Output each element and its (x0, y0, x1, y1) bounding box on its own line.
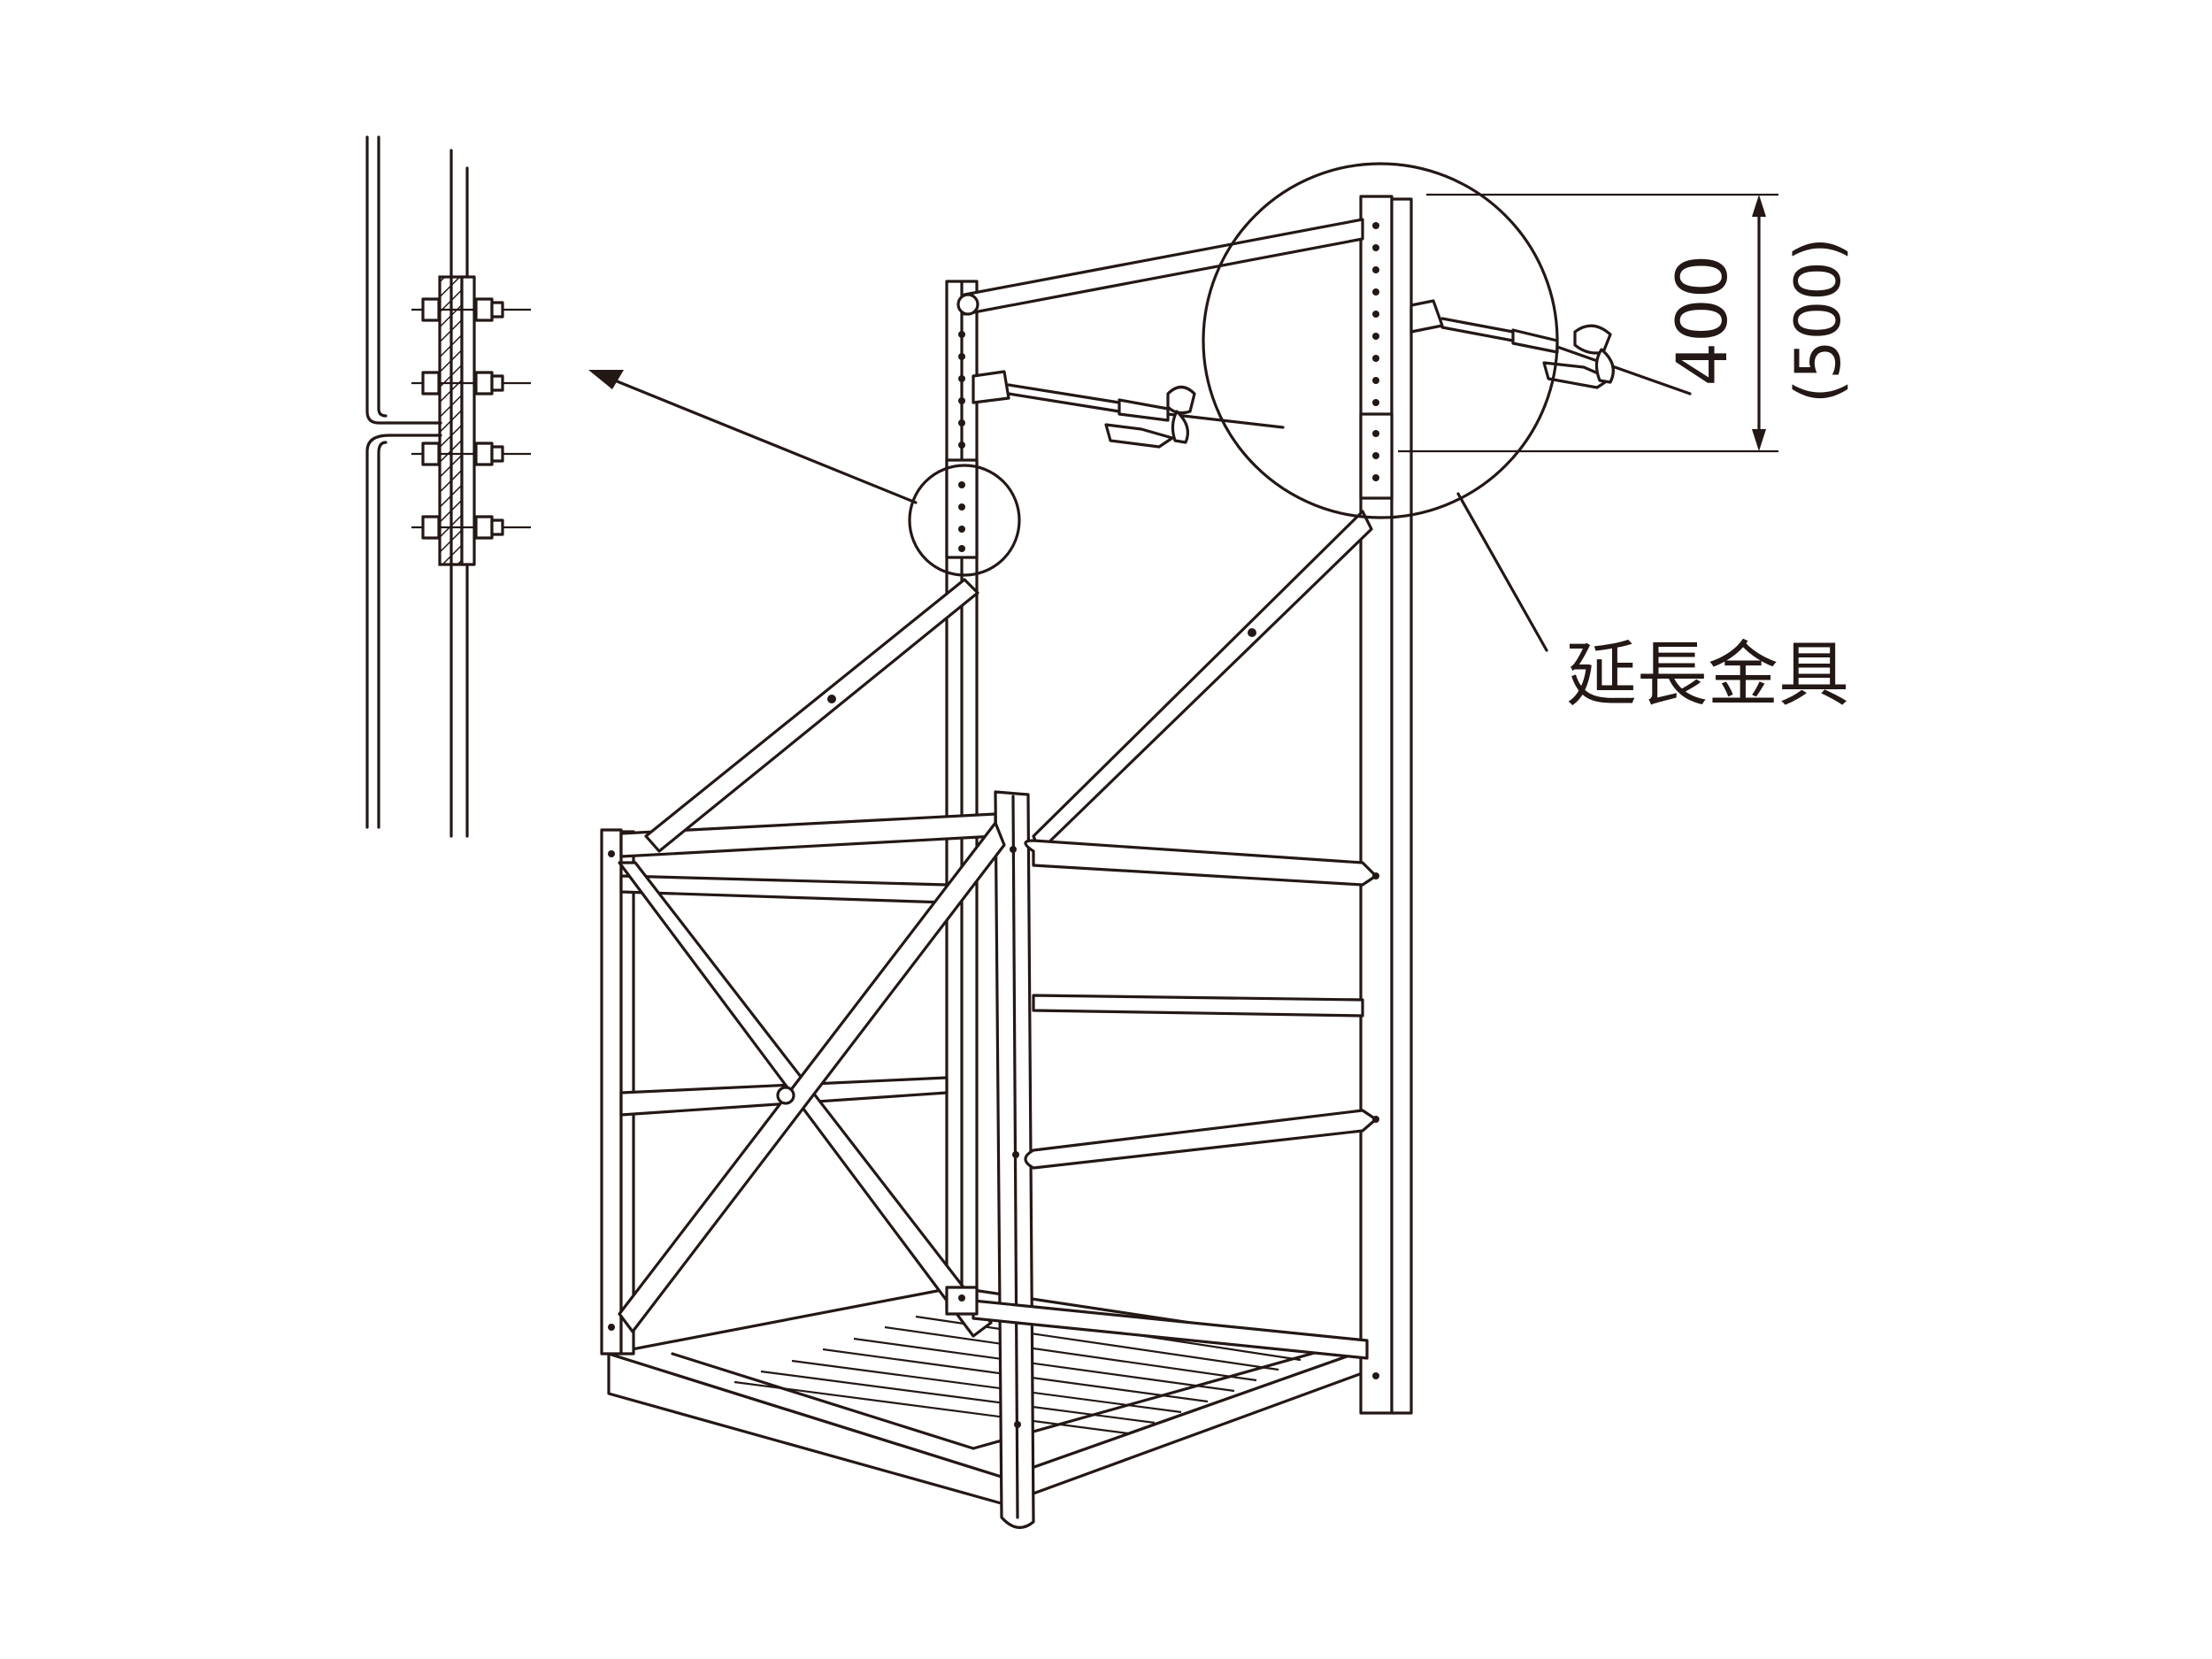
connection-dots (608, 846, 1379, 1428)
bolt-3 (411, 442, 531, 466)
left-x-brace (618, 821, 1006, 1338)
dimension-500-label: (500) (1782, 237, 1855, 403)
bolt-2 (411, 371, 531, 396)
bolt-4 (411, 515, 531, 540)
detail-inset (365, 135, 531, 838)
upright-front-center (994, 790, 1035, 1529)
bolt-holes-rear-right (1372, 222, 1379, 481)
scaffold-structure (600, 195, 1692, 1529)
top-horizontal-bar (956, 218, 1364, 316)
upright-rear-right (1359, 195, 1413, 1415)
right-frame-rails (972, 839, 1378, 1360)
clamp-assembly-left (972, 370, 1285, 449)
clamp-assembly-right (1409, 299, 1692, 396)
upright-rear-left (945, 280, 979, 1311)
detail-bolts (411, 297, 531, 540)
bolt-holes-rear-left (958, 331, 965, 552)
part-leader-line (1456, 492, 1548, 652)
detail-pipe-upper-left (365, 135, 391, 425)
dimension-marker (1398, 193, 1778, 453)
detail-extension-plate (460, 275, 476, 566)
extension-bracket-label: 延長金具 (1566, 634, 1849, 716)
detail-callout-arrow (588, 370, 918, 504)
rear-left-base (945, 1286, 979, 1316)
bolt-1 (411, 297, 531, 322)
detail-circle-small (908, 464, 1021, 577)
dimension-400-label: 400 (1663, 255, 1743, 387)
detail-pipe-lower-left-inner (377, 441, 388, 829)
detail-circle-large (1202, 162, 1559, 519)
detail-pipe-lower-left (365, 434, 391, 829)
detail-extension-bracket-hatched (438, 275, 464, 566)
detail-pipe-upper-left-inner (377, 135, 388, 418)
